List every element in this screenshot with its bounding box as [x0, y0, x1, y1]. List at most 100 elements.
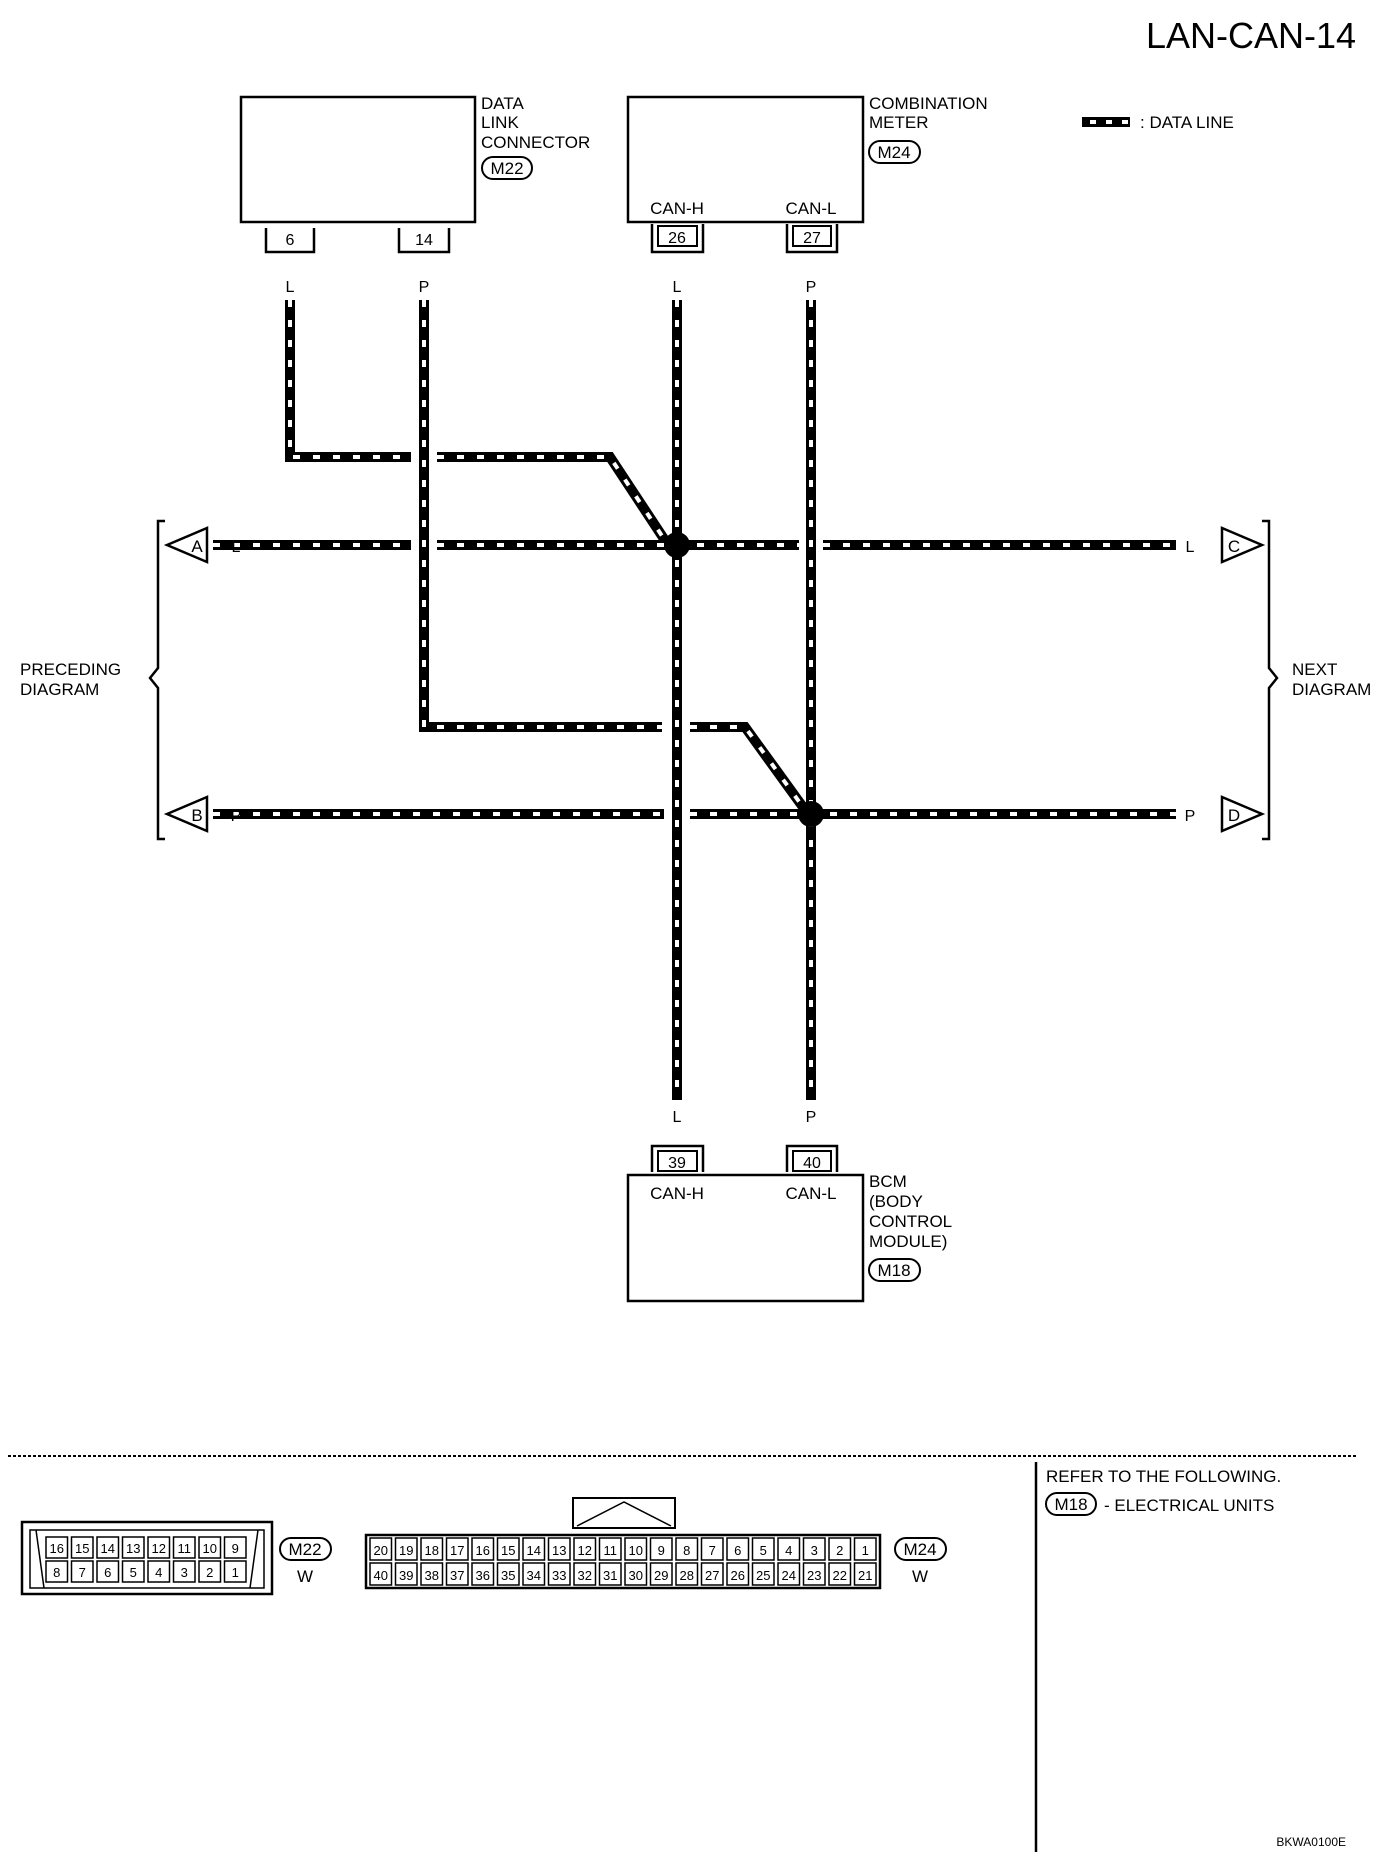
- m24-pin-cell: [547, 1562, 571, 1586]
- m24-pin-cell: [496, 1562, 520, 1586]
- bcm-can-l-label: CAN-L: [785, 1184, 836, 1203]
- m22-pin-number: 3: [181, 1565, 188, 1580]
- bcm-pin-40-bracket: [785, 1144, 839, 1172]
- data-link-connector-unit: DATA LINK CONNECTOR M22 6 14 L P: [239, 94, 590, 296]
- m24-pin-number: 16: [476, 1543, 490, 1558]
- m24-pin-cell: [802, 1537, 826, 1561]
- dlc-wire-color-p: P: [419, 279, 430, 296]
- m22-code: M22: [288, 1540, 321, 1559]
- m24-pin-number: 35: [501, 1568, 515, 1583]
- m24-pin-number: 12: [578, 1543, 592, 1558]
- data-lines: [213, 300, 1176, 1100]
- m24-pin-cell: [471, 1562, 495, 1586]
- bcm-pin-39: 39: [668, 1155, 686, 1172]
- offpage-b-arrow: [163, 795, 209, 833]
- m24-pin-number: 5: [760, 1543, 767, 1558]
- dlc-connector-badge: [481, 156, 533, 180]
- meter-can-l-label: CAN-L: [785, 199, 836, 218]
- m22-pin-cell: [70, 1560, 94, 1583]
- offpage-d-arrow: [1220, 795, 1266, 833]
- m24-pin-cell: [777, 1562, 801, 1586]
- m24-badge: [894, 1537, 947, 1561]
- m24-pin-cell: [420, 1537, 444, 1561]
- m24-pin-cell: [828, 1562, 852, 1586]
- bcm-pin-39-bracket: [650, 1144, 705, 1172]
- m24-pin-cell: [624, 1537, 648, 1561]
- m22-pin-number: 2: [206, 1565, 213, 1580]
- m24-pin-cell: [700, 1537, 724, 1561]
- m24-pin-number: 27: [705, 1568, 719, 1583]
- m22-pin-number: 14: [101, 1541, 115, 1556]
- preceding-brace: [148, 519, 165, 841]
- m24-pin-number: 11: [604, 1543, 618, 1558]
- m24-pin-number: 23: [807, 1568, 821, 1583]
- m24-pin-cell: [726, 1562, 750, 1586]
- offpage-a-wire-color: L: [232, 539, 241, 556]
- m24-pin-number: 19: [399, 1543, 413, 1558]
- m24-pin-cell: [445, 1562, 469, 1586]
- m24-pin-number: 15: [501, 1543, 515, 1558]
- dlc-pin-14: 14: [415, 232, 433, 249]
- m22-pin-number: 4: [155, 1565, 162, 1580]
- m24-color: W: [912, 1567, 928, 1586]
- dlc-connector-code: M22: [490, 159, 523, 178]
- m24-pin-cell: [547, 1537, 571, 1561]
- m22-pin-cell: [96, 1536, 120, 1559]
- dlc-wire-color-l: L: [286, 279, 295, 296]
- m22-pin-cell: [147, 1560, 171, 1583]
- m22-pin-number: 15: [75, 1541, 89, 1556]
- m24-pin-cell: [700, 1562, 724, 1586]
- m24-pin-number: 4: [785, 1543, 792, 1558]
- m24-pin-number: 24: [782, 1568, 796, 1583]
- dlc-name-line-3: CONNECTOR: [481, 133, 590, 152]
- m24-pin-cell: [369, 1537, 393, 1561]
- m24-pin-cell: [369, 1562, 393, 1586]
- m24-pin-cell: [522, 1537, 546, 1561]
- offpage-d: D: [1228, 806, 1240, 825]
- bcm-name-line-2: (BODY: [869, 1192, 923, 1211]
- legend-label: : DATA LINE: [1140, 113, 1234, 132]
- m22-pin-number: 9: [232, 1541, 239, 1556]
- bcm-unit: L P 39 40 CAN-H CAN-L BCM (BODY CONTROL …: [626, 1109, 952, 1303]
- m24-pin-number: 31: [603, 1568, 617, 1583]
- meter-can-h-label: CAN-H: [650, 199, 704, 218]
- m22-pin-number: 12: [152, 1541, 166, 1556]
- m24-pin-number: 7: [709, 1543, 716, 1558]
- m24-pin-number: 40: [374, 1568, 388, 1583]
- refer-line-1: REFER TO THE FOLLOWING.: [1046, 1467, 1281, 1486]
- m24-pin-cell: [675, 1562, 699, 1586]
- m22-pin-cell: [70, 1536, 94, 1559]
- offpage-d-wire-color: P: [1185, 808, 1196, 825]
- m24-pin-number: 1: [862, 1543, 869, 1558]
- m24-pin-cell: [828, 1537, 852, 1561]
- m24-pin-number: 32: [578, 1568, 592, 1583]
- splice-can-l: [798, 801, 824, 827]
- m22-pin-cell: [198, 1536, 222, 1559]
- m24-pin-number: 3: [811, 1543, 818, 1558]
- m22-pin-cell: [121, 1536, 145, 1559]
- m24-pin-cell: [726, 1537, 750, 1561]
- m24-pin-number: 29: [654, 1568, 668, 1583]
- m24-pin-cell: [522, 1562, 546, 1586]
- m24-pin-number: 8: [683, 1543, 690, 1558]
- m22-pin-number: 6: [104, 1565, 111, 1580]
- offpage-c: C: [1228, 537, 1240, 556]
- bcm-box: [626, 1173, 865, 1303]
- m24-pin-number: 18: [425, 1543, 439, 1558]
- m22-pin-cell: [147, 1536, 171, 1559]
- m24-pin-number: 13: [552, 1543, 566, 1558]
- m24-pin-number: 2: [836, 1543, 843, 1558]
- m24-pin-number: 36: [476, 1568, 490, 1583]
- meter-connector-code: M24: [877, 143, 910, 162]
- m24-pin-cell: [445, 1537, 469, 1561]
- next-brace: [1262, 519, 1279, 841]
- meter-pin-26: 26: [668, 230, 686, 247]
- bcm-name-line-3: CONTROL: [869, 1212, 952, 1231]
- m24-pin-number: 37: [450, 1568, 464, 1583]
- m24-pin-cell: [624, 1562, 648, 1586]
- offpage-b-wire-color: P: [231, 808, 242, 825]
- m22-pin-number: 8: [53, 1565, 60, 1580]
- m22-pin-number: 1: [232, 1565, 239, 1580]
